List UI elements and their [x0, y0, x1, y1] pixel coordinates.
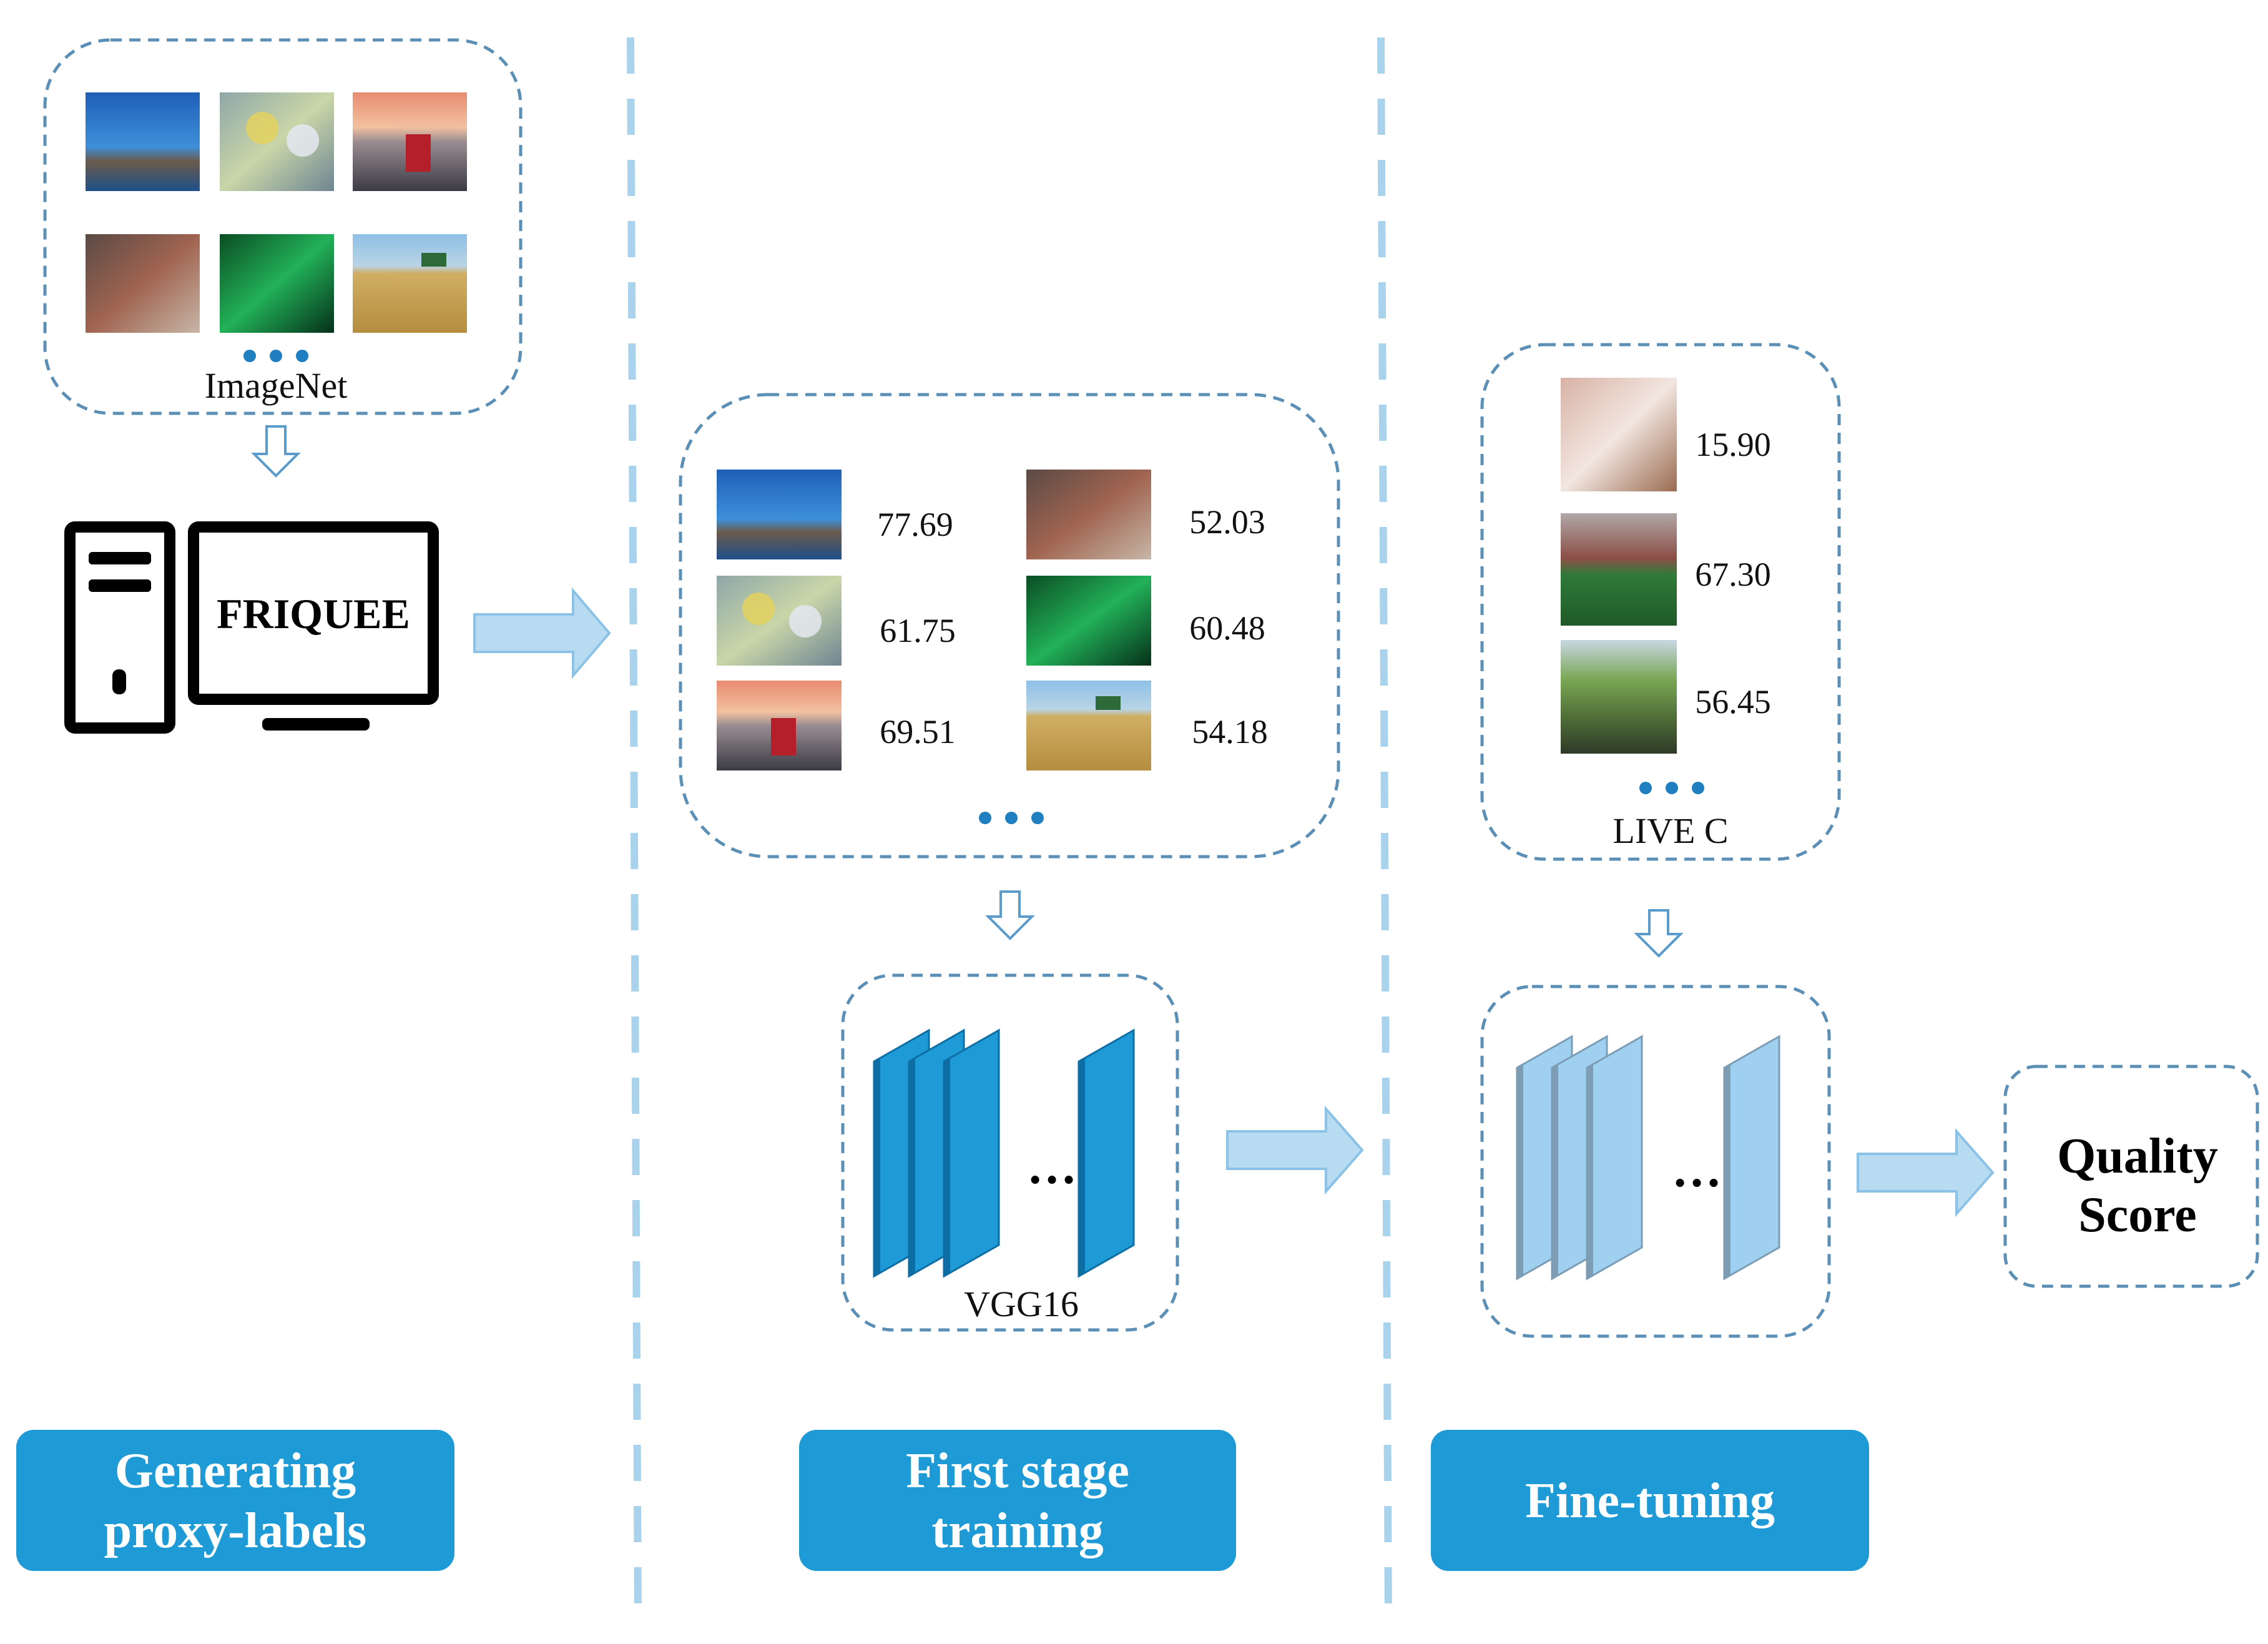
- imagenet-more-dots: [243, 350, 308, 362]
- stadium-photo: [1561, 513, 1677, 626]
- score-label: 54.18: [1192, 713, 1268, 751]
- livec-more-dots: [1639, 782, 1704, 794]
- vgg16-box: [841, 973, 1179, 1332]
- score-label: 67.30: [1695, 556, 1771, 593]
- divider-line: [627, 37, 642, 1624]
- network-layer: [1078, 1028, 1135, 1278]
- proxy-score-thumbnails: [717, 470, 1151, 770]
- proxy-scores: 77.69 52.03 61.75 60.48 69.51 54.18: [877, 503, 1268, 751]
- right-arrow: [473, 587, 611, 679]
- svg-text:training: training: [931, 1504, 1104, 1558]
- vgg16-ellipsis: …: [1027, 1139, 1077, 1194]
- svg-text:First stage: First stage: [906, 1444, 1129, 1499]
- network-layer: [1586, 1035, 1643, 1281]
- score-label: 60.48: [1189, 609, 1265, 647]
- robot-figure: [771, 718, 796, 756]
- garden-photo: [1561, 640, 1677, 754]
- friquee-label: FRIQUEE: [217, 590, 410, 637]
- score-label: 61.75: [880, 612, 956, 649]
- harvester-figure: [421, 253, 446, 267]
- robot-figure: [406, 134, 431, 172]
- right-arrow: [1857, 1128, 1995, 1218]
- svg-text:Fine-tuning: Fine-tuning: [1525, 1474, 1775, 1528]
- score-label: 77.69: [877, 506, 953, 543]
- down-arrow: [1634, 909, 1684, 958]
- robot-toy-photo: [86, 234, 200, 333]
- child-figure: [742, 593, 775, 625]
- child-figure: [246, 112, 278, 144]
- proxy-more-dots: [979, 812, 1044, 824]
- harvester-figure: [1096, 696, 1121, 710]
- svg-text:Generating: Generating: [115, 1444, 356, 1499]
- network-layer: [943, 1028, 1000, 1278]
- computer-icon: [64, 521, 439, 734]
- livec-caption: LIVE C: [1613, 810, 1728, 851]
- score-label: 56.45: [1695, 683, 1771, 721]
- vgg16-caption: VGG16: [964, 1284, 1079, 1324]
- quality-score-label: Quality: [2057, 1129, 2218, 1184]
- monitor-icon: [188, 521, 439, 705]
- green-aquarium-photo: [1026, 576, 1151, 666]
- robot-toy-photo: [1026, 470, 1151, 559]
- wheat-field-photo: [353, 234, 467, 333]
- quality-score-label: Score: [2078, 1188, 2197, 1243]
- score-label: 15.90: [1695, 426, 1771, 463]
- vgg16-layers: [873, 1028, 1135, 1278]
- proxy-score-box: [679, 393, 1340, 859]
- imagenet-box: [43, 38, 523, 415]
- down-arrow: [251, 425, 301, 478]
- finetune-ellipsis: …: [1672, 1143, 1722, 1198]
- livec-scores: 15.90 67.30 56.45: [1695, 426, 1771, 721]
- svg-text:proxy-labels: proxy-labels: [104, 1504, 367, 1558]
- tower-icon: [64, 521, 175, 734]
- finetune-layers: [1516, 1035, 1780, 1281]
- toy-figure: [789, 605, 822, 637]
- stage-label-first-stage: First stage training: [799, 1430, 1236, 1571]
- livec-thumbnails: [1561, 378, 1677, 754]
- wheat-field-photo: [1026, 681, 1151, 770]
- stage-label-generating: Generating proxy-labels: [16, 1430, 454, 1571]
- down-arrow: [985, 890, 1035, 940]
- green-aquarium-photo: [220, 234, 334, 333]
- stage-label-fine-tuning: Fine-tuning: [1431, 1430, 1869, 1571]
- score-label: 52.03: [1189, 503, 1265, 541]
- imagenet-thumbnails: [86, 92, 467, 333]
- harbor-photo: [86, 92, 200, 191]
- livec-box: [1480, 343, 1841, 861]
- divider-line: [1377, 37, 1392, 1624]
- cat-photo: [1561, 378, 1677, 491]
- children-toys-photo: [717, 576, 842, 666]
- harbor-photo: [717, 470, 842, 559]
- toy-figure: [287, 124, 319, 157]
- score-label: 69.51: [880, 713, 956, 751]
- imagenet-caption: ImageNet: [205, 365, 348, 406]
- finetune-box: [1480, 985, 1831, 1338]
- quality-score-box: [2003, 1065, 2259, 1288]
- right-arrow: [1226, 1105, 1364, 1195]
- network-layer: [1723, 1035, 1780, 1281]
